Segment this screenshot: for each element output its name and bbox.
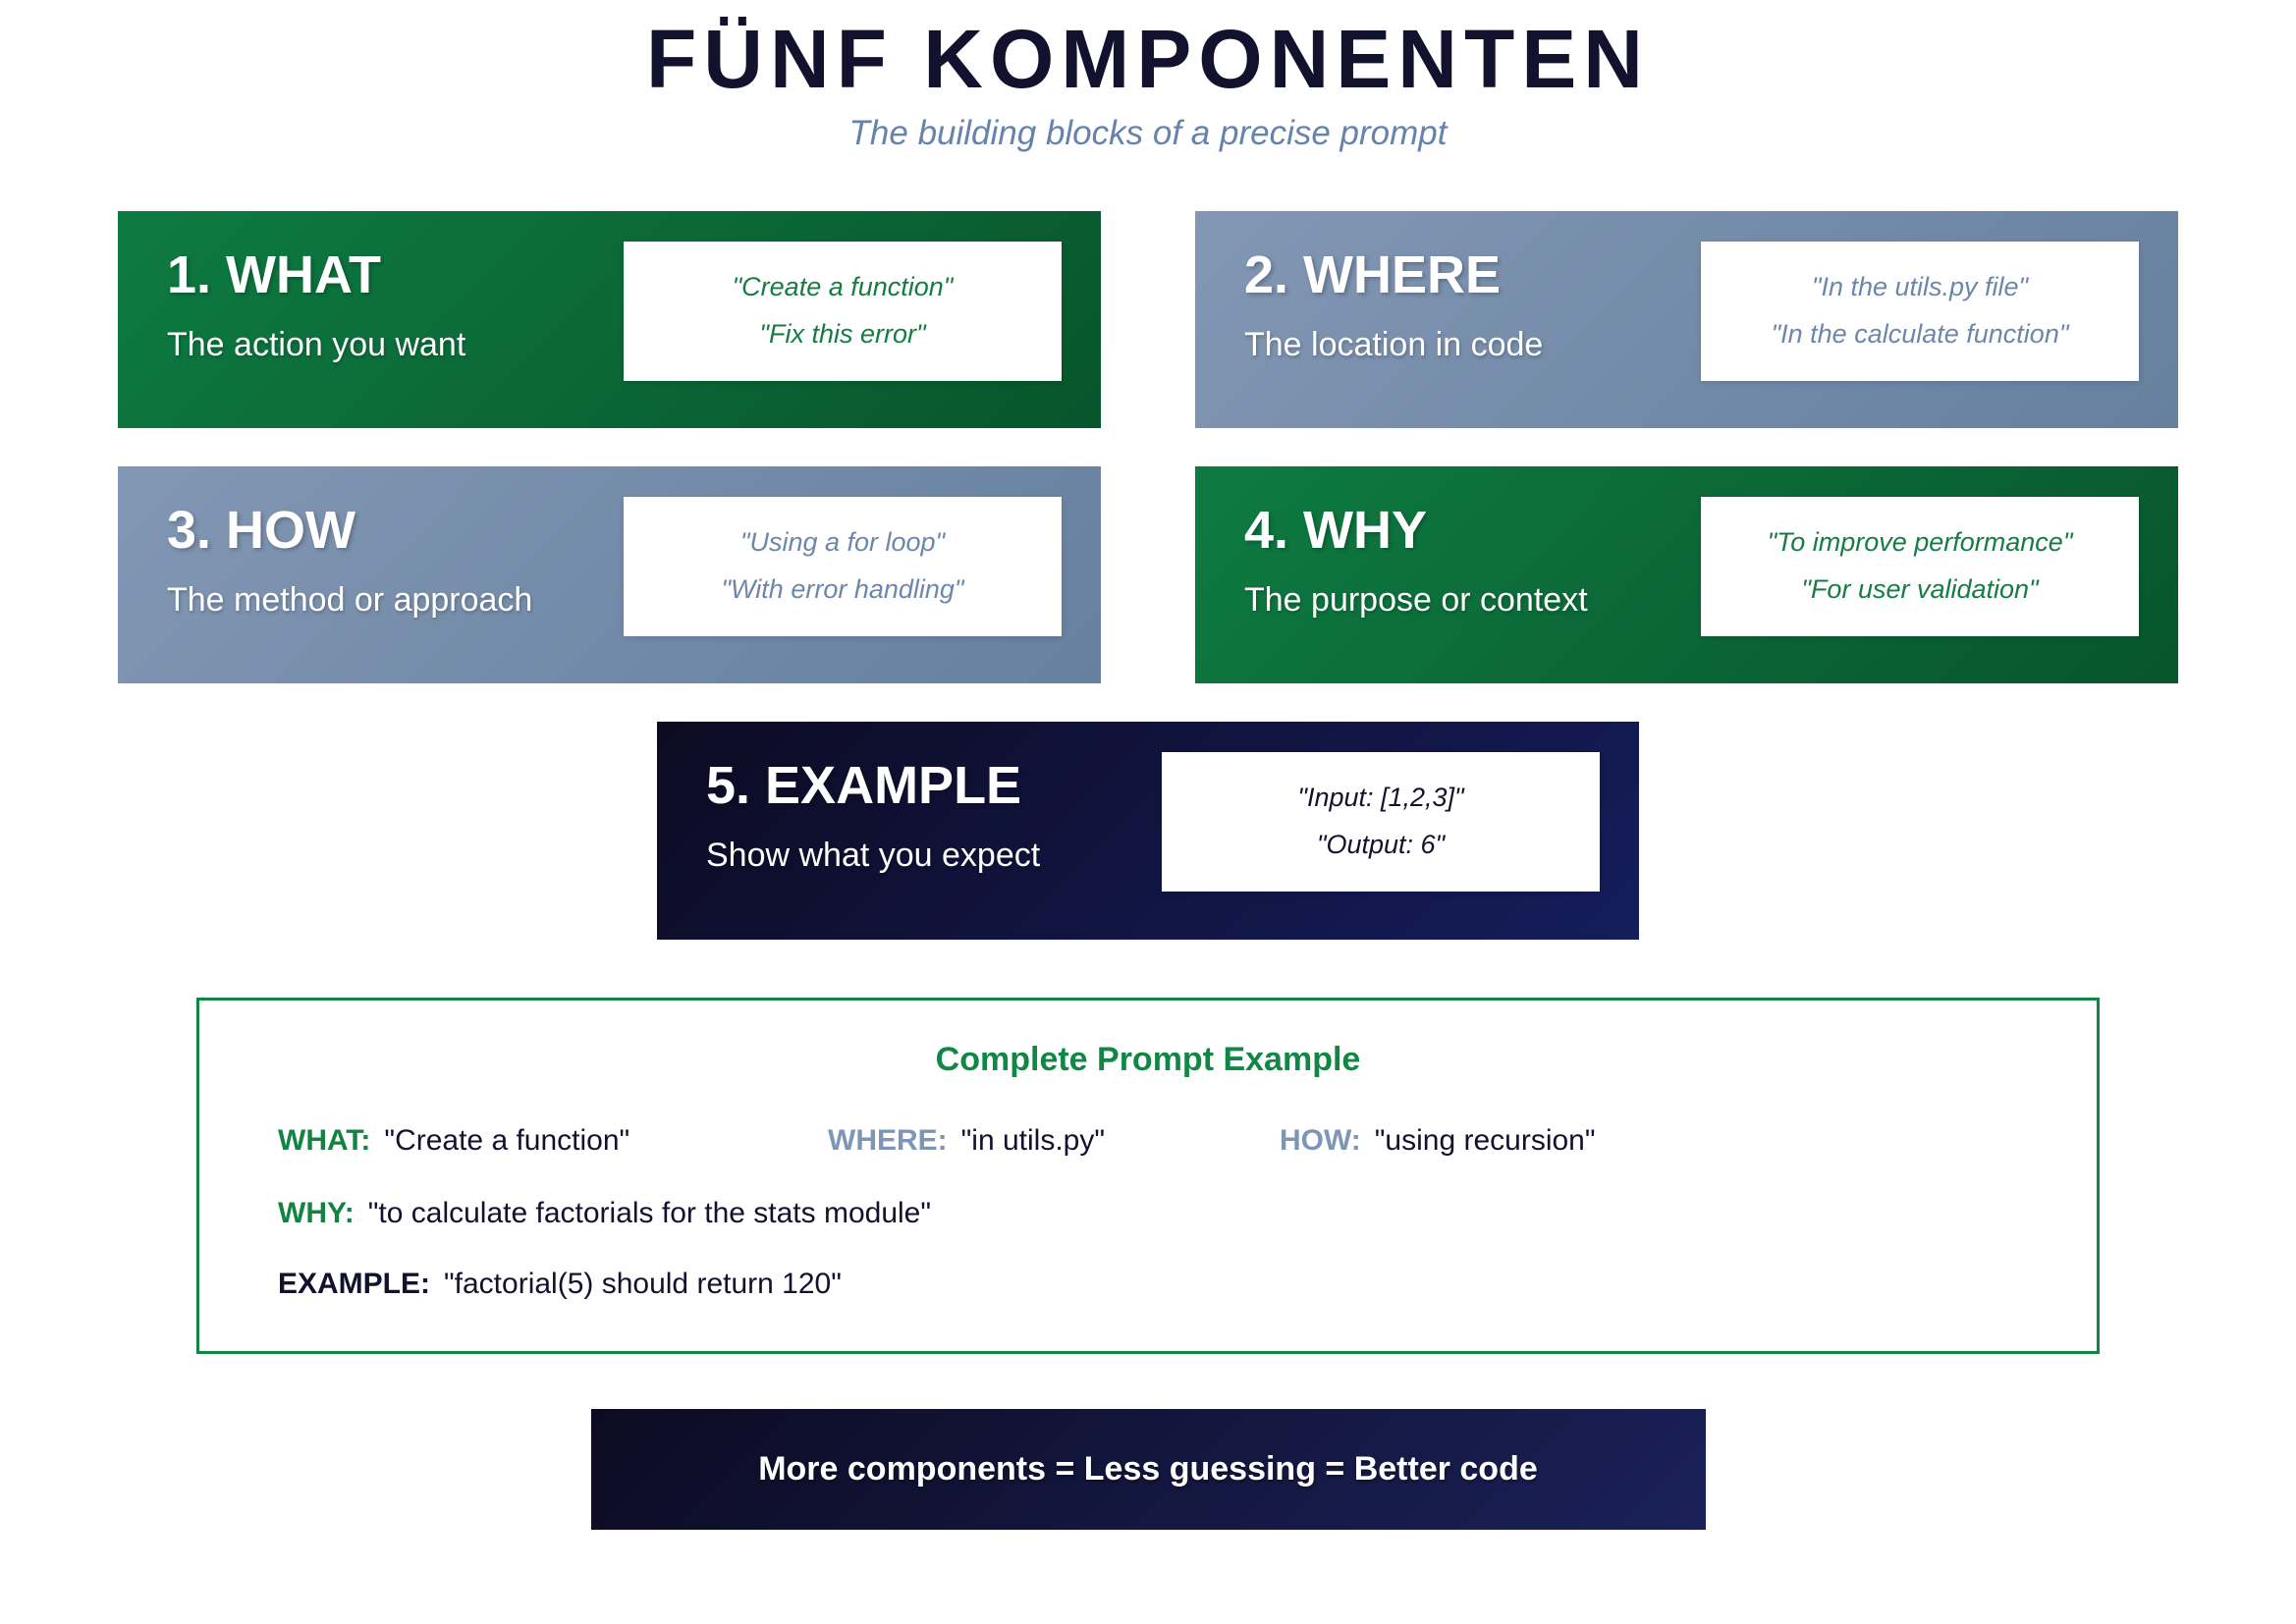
card-why-quote-2: "For user validation": [1801, 573, 2039, 604]
card-what: 1. WHAT The action you want "Create a fu…: [118, 210, 1101, 428]
card-why-title: 4. WHY: [1244, 500, 1428, 560]
prompt-what-item: WHAT: "Create a function": [278, 1123, 828, 1159]
card-what-quote-1: "Create a function": [732, 271, 954, 301]
card-why-text: 4. WHY The purpose or context: [1244, 500, 1588, 621]
prompt-how-label: HOW:: [1280, 1124, 1361, 1158]
card-what-title: 1. WHAT: [167, 244, 381, 304]
card-why-description: The purpose or context: [1244, 580, 1588, 619]
prompt-where-value: "in utils.py": [960, 1124, 1106, 1158]
card-where-quote-1: "In the utils.py file": [1811, 271, 2029, 301]
bottom-banner: More components = Less guessing = Better…: [590, 1408, 1706, 1530]
card-why-quote-1: "To improve performance": [1767, 526, 2073, 557]
card-example-quote-2: "Output: 6": [1316, 829, 1446, 859]
prompt-example-row-1: WHAT: "Create a function" WHERE: "in utils…: [278, 1123, 2097, 1159]
prompt-why-item: WHY: "to calculate factorials for the sta…: [278, 1196, 931, 1231]
card-row-3: 5. EXAMPLE Show what you expect "Input: …: [657, 721, 1639, 940]
prompt-what-label: WHAT:: [278, 1124, 371, 1158]
page-subtitle: The building blocks of a precise prompt: [848, 114, 1448, 153]
card-where-text: 2. WHERE The location in code: [1244, 244, 1543, 365]
card-how-title: 3. HOW: [167, 500, 356, 560]
prompt-example-row-3: EXAMPLE: "factorial(5) should return 120": [278, 1267, 2097, 1302]
card-example-quote-1: "Input: [1,2,3]": [1297, 782, 1464, 812]
infographic-page: FÜNF KOMPONENTEN The building blocks of …: [0, 14, 2296, 1624]
card-row-2: 3. HOW The method or approach "Using a f…: [118, 465, 2178, 683]
card-where-example-box: "In the utils.py file" "In the calculate…: [1701, 241, 2139, 381]
card-where-description: The location in code: [1244, 325, 1544, 363]
components-grid: 1. WHAT The action you want "Create a fu…: [118, 210, 2178, 940]
page-title: FÜNF KOMPONENTEN: [646, 13, 1650, 105]
card-how-quote-1: "Using a for loop": [739, 526, 946, 557]
card-where-quote-2: "In the calculate function": [1771, 318, 2069, 349]
card-example: 5. EXAMPLE Show what you expect "Input: …: [657, 721, 1639, 940]
prompt-example-title: Complete Prompt Example: [935, 1040, 1361, 1078]
prompt-example-item: EXAMPLE: "factorial(5) should return 120": [278, 1267, 842, 1302]
card-what-quote-2: "Fix this error": [759, 318, 926, 349]
prompt-example-row-2: WHY: "to calculate factorials for the sta…: [278, 1196, 2097, 1231]
prompt-what-value: "Create a function": [384, 1124, 630, 1158]
card-why-example-box: "To improve performance" "For user valid…: [1701, 496, 2139, 636]
prompt-example-label: EXAMPLE:: [278, 1268, 431, 1301]
prompt-why-value: "to calculate factorials for the stats m…: [367, 1197, 932, 1230]
card-how-description: The method or approach: [167, 580, 533, 619]
card-how-example-box: "Using a for loop" "With error handling": [624, 496, 1062, 636]
card-why: 4. WHY The purpose or context "To improv…: [1195, 465, 2178, 683]
prompt-how-item: HOW: "using recursion": [1280, 1123, 1596, 1159]
card-example-example-box: "Input: [1,2,3]" "Output: 6": [1162, 751, 1600, 892]
card-what-text: 1. WHAT The action you want: [167, 244, 465, 365]
card-example-text: 5. EXAMPLE Show what you expect: [706, 755, 1040, 876]
complete-prompt-example-box: Complete Prompt Example WHAT: "Create a f…: [196, 997, 2100, 1354]
card-example-description: Show what you expect: [706, 836, 1041, 874]
prompt-how-value: "using recursion": [1374, 1124, 1596, 1158]
card-where-title: 2. WHERE: [1244, 244, 1502, 304]
prompt-where-label: WHERE:: [828, 1124, 948, 1158]
card-what-description: The action you want: [167, 325, 466, 363]
prompt-example-value: "factorial(5) should return 120": [444, 1268, 842, 1301]
card-where: 2. WHERE The location in code "In the ut…: [1195, 210, 2178, 428]
card-how-text: 3. HOW The method or approach: [167, 500, 532, 621]
prompt-why-label: WHY:: [278, 1197, 355, 1230]
card-example-title: 5. EXAMPLE: [706, 755, 1022, 815]
card-row-1: 1. WHAT The action you want "Create a fu…: [118, 210, 2178, 428]
banner-text: More components = Less guessing = Better…: [758, 1449, 1538, 1488]
prompt-where-item: WHERE: "in utils.py": [828, 1123, 1280, 1159]
card-what-example-box: "Create a function" "Fix this error": [624, 241, 1062, 381]
card-how-quote-2: "With error handling": [721, 573, 964, 604]
card-how: 3. HOW The method or approach "Using a f…: [118, 465, 1101, 683]
